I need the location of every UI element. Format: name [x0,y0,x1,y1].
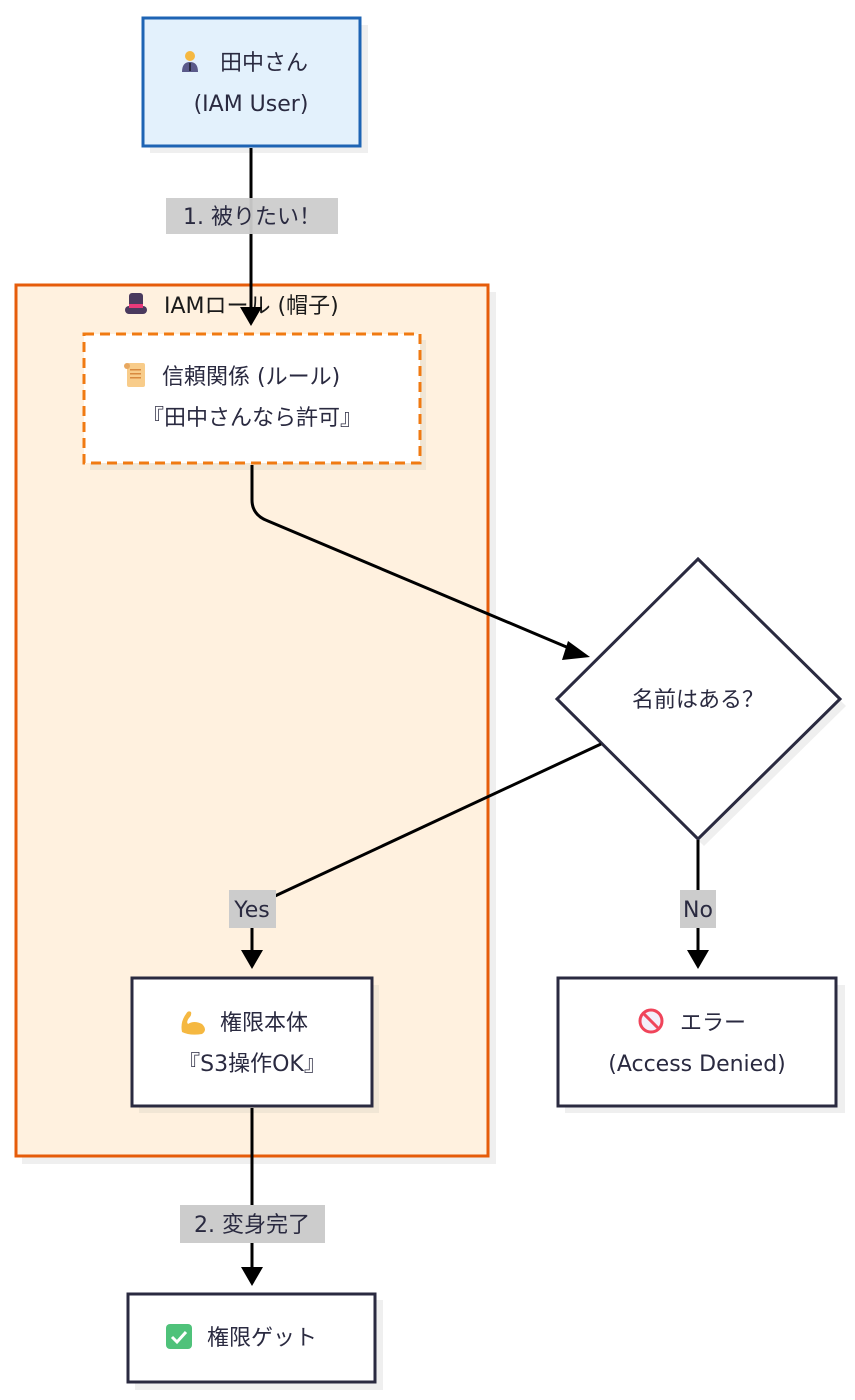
node-error-box[interactable] [556,976,838,1108]
node-trust-title: 信頼関係 (ルール) [162,365,340,390]
node-trust[interactable]: 信頼関係 (ルール) 『田中さんなら許可』 [82,332,426,470]
prohibited-icon [638,1008,664,1034]
edge-permission-to-success: 2. 変身完了 [180,1108,325,1286]
node-permission[interactable]: 権限本体 『S3操作OK』 [130,976,379,1113]
arrowhead-icon [241,950,263,969]
node-trust-box[interactable] [82,332,422,465]
node-trust-rule: 『田中さんなら許可』 [142,406,362,431]
edge-label-permission-to-success: 2. 変身完了 [194,1213,310,1238]
edge-label-bg [680,890,716,928]
edge-decision-yes: Yes [229,742,602,969]
arrowhead-icon [562,641,590,660]
node-error-detail: (Access Denied) [608,1052,786,1077]
edge-label-bg [229,890,276,928]
edge-label-user-to-trust: 1. 被りたい！ [183,205,321,230]
scroll-icon [124,363,145,387]
node-success[interactable]: 権限ゲット [126,1292,383,1390]
edge-line [274,742,602,898]
edge-decision-no: No [680,840,716,969]
node-error-title: エラー [680,1011,746,1036]
node-decision[interactable]: 名前はある？ [554,556,846,846]
edge-trust-to-decision [250,465,590,660]
node-user-name: 田中さん [220,51,308,76]
edge-label-bg [180,1205,325,1243]
node-user-type: (IAM User) [194,92,309,117]
office-worker-icon [182,51,198,72]
check-mark-button-icon [166,1324,192,1349]
edge-label-yes: Yes [233,898,270,923]
node-permission-box[interactable] [130,976,374,1108]
node-user[interactable]: 田中さん (IAM User) [141,16,368,153]
node-permission-title: 権限本体 [220,1011,308,1036]
node-error[interactable]: エラー (Access Denied) [556,976,845,1113]
node-user-box[interactable] [141,16,362,148]
node-decision-diamond[interactable] [554,556,843,842]
top-hat-icon [125,293,147,314]
flexed-biceps-icon [181,1011,205,1035]
arrowhead-icon [240,307,262,326]
edge-label-bg [166,198,338,234]
arrowhead-icon [241,1267,263,1286]
edge-label-no: No [683,898,713,923]
edge-line [250,465,577,653]
node-success-label: 権限ゲット [207,1326,317,1351]
node-permission-detail: 『S3操作OK』 [178,1052,326,1077]
node-decision-label: 名前はある？ [632,688,764,713]
edge-user-to-trust: 1. 被りたい！ [166,148,338,326]
arrowhead-icon [687,950,709,969]
